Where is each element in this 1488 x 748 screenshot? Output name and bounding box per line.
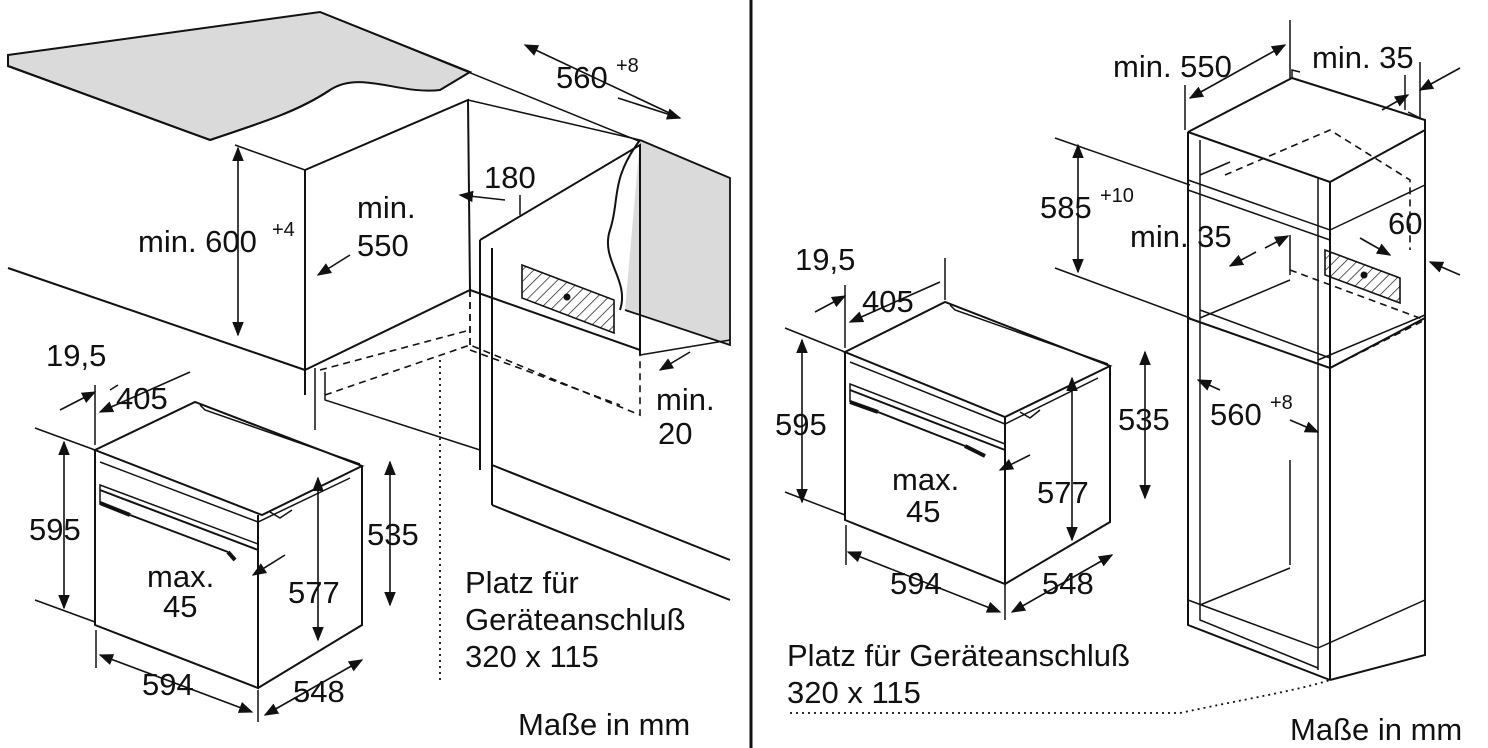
cab-min-35-top: min. 35 <box>1312 40 1414 75</box>
oven-right-577: 577 <box>1037 475 1089 510</box>
dim-560-sup: +8 <box>616 55 639 77</box>
left-note-line2: Geräteanschluß <box>465 602 686 637</box>
oven-left-594: 594 <box>142 667 194 702</box>
dim-min-20-label: min. <box>656 382 715 417</box>
oven-right-405: 405 <box>862 284 914 319</box>
oven-right-max-label: max. <box>892 462 959 497</box>
oven-right-594: 594 <box>890 566 942 601</box>
cab-585: 585 <box>1040 190 1092 225</box>
oven-left-max-label: max. <box>147 559 214 594</box>
oven-right-535: 535 <box>1118 402 1170 437</box>
dim-min-550-label: min. <box>357 190 416 225</box>
oven-left-max-value: 45 <box>163 589 197 624</box>
left-note-line3: 320 x 115 <box>465 639 599 674</box>
cab-560-sup: +8 <box>1270 392 1293 414</box>
oven-right-19-5: 19,5 <box>795 242 855 277</box>
left-panel: 560 +8 min. 600 +4 min. 550 180 min. 20 <box>7 10 731 742</box>
dim-560: 560 <box>556 60 608 95</box>
right-panel: min. 550 min. 35 585 +10 min. 35 60 560 … <box>775 20 1462 747</box>
dim-min-20-value: 20 <box>658 416 692 451</box>
oven-right-max-value: 45 <box>906 494 940 529</box>
oven-left-577: 577 <box>288 575 340 610</box>
right-note-line1: Platz für Geräteanschluß <box>787 638 1130 673</box>
cab-min-550: min. 550 <box>1113 49 1232 84</box>
right-units: Maße in mm <box>1290 712 1462 747</box>
oven-right <box>842 300 1113 586</box>
dim-min-550-value: 550 <box>357 228 409 263</box>
countertop <box>7 10 731 347</box>
oven-left-19-5: 19,5 <box>46 338 106 373</box>
oven-left-595: 595 <box>29 512 81 547</box>
oven-left <box>92 400 365 690</box>
cab-min-35-mid: min. 35 <box>1130 219 1232 254</box>
dim-180: 180 <box>484 160 536 195</box>
left-note-line1: Platz für <box>465 565 579 600</box>
right-note-line2: 320 x 115 <box>787 675 921 710</box>
oven-left-548: 548 <box>293 674 345 709</box>
cab-585-sup: +10 <box>1100 185 1134 207</box>
oven-right-595: 595 <box>775 407 827 442</box>
oven-right-548: 548 <box>1042 566 1094 601</box>
cab-60: 60 <box>1388 206 1422 241</box>
left-units: Maße in mm <box>518 707 690 742</box>
cabinet-cavity <box>7 98 731 680</box>
dim-min-600: min. 600 <box>138 224 257 259</box>
cab-560: 560 <box>1210 397 1262 432</box>
oven-left-535: 535 <box>367 517 419 552</box>
tall-cabinet <box>790 69 1426 714</box>
oven-left-405: 405 <box>116 381 168 416</box>
dim-min-600-sup: +4 <box>272 219 295 241</box>
